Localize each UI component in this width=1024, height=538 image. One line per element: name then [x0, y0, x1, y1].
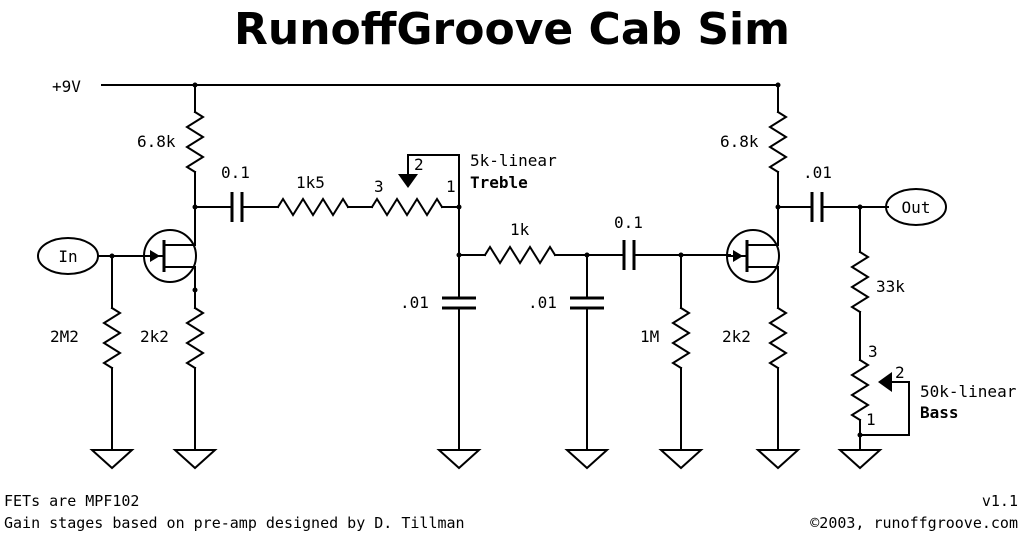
ground-symbol [658, 449, 704, 470]
capacitor-tone-1 [442, 254, 476, 451]
resistor-33k [850, 206, 870, 361]
supply-label: +9V [52, 77, 81, 96]
treble-wiper-arrow [398, 174, 418, 188]
output-jack [885, 188, 947, 226]
output-label: Out [902, 198, 931, 217]
capacitor-01b-label: 0.1 [614, 213, 643, 232]
resistor-gate-1 [102, 255, 122, 451]
ground-symbol [436, 449, 482, 470]
treble-pin3: 3 [374, 177, 384, 196]
resistor-drain-1 [185, 84, 205, 231]
resistor-1k [483, 245, 557, 265]
capacitor-tone-2 [570, 254, 604, 451]
treble-pin2: 2 [414, 155, 424, 174]
resistor-source-1-label: 2k2 [140, 327, 169, 346]
ground-symbol [837, 449, 883, 470]
junction-dot [857, 432, 863, 438]
resistor-source-2 [768, 306, 788, 451]
resistor-gate-2-label: 1M [640, 327, 659, 346]
resistor-source-1 [185, 289, 205, 451]
capacitor-01b [622, 240, 636, 270]
capacitor-01a [230, 192, 244, 222]
treble-pot [370, 197, 444, 217]
bass-pin2: 2 [895, 363, 905, 382]
footer-credit: Gain stages based on pre-amp designed by… [4, 514, 465, 532]
resistor-source-2-label: 2k2 [722, 327, 751, 346]
bass-pin1: 1 [866, 410, 876, 429]
treble-name: Treble [470, 173, 528, 192]
bass-pin3: 3 [868, 342, 878, 361]
treble-pin1: 1 [446, 177, 456, 196]
resistor-1k-label: 1k [510, 220, 530, 239]
resistor-drain-2 [768, 84, 788, 231]
input-label: In [58, 247, 77, 266]
capacitor-out-label: .01 [803, 163, 832, 182]
treble-value: 5k-linear [470, 151, 557, 170]
page-title: RunoffGroove Cab Sim [234, 4, 790, 55]
ground-symbol [564, 449, 610, 470]
resistor-1k5 [276, 197, 350, 217]
bass-name: Bass [920, 403, 959, 422]
bass-value: 50k-linear [920, 382, 1017, 401]
ground-symbol [172, 449, 218, 470]
resistor-gate-2 [671, 254, 691, 451]
capacitor-out [810, 192, 824, 222]
resistor-33k-label: 33k [876, 277, 905, 296]
footer-fets: FETs are MPF102 [4, 492, 139, 510]
resistor-drain-1-label: 6.8k [137, 132, 176, 151]
fet-2 [726, 229, 780, 309]
footer-copyright: ©2003, runoffgroove.com [810, 514, 1018, 532]
footer-version: v1.1 [982, 492, 1018, 510]
resistor-drain-2-label: 6.8k [720, 132, 759, 151]
capacitor-tone-2-label: .01 [528, 293, 557, 312]
bass-pot [850, 358, 870, 422]
fet-1 [143, 229, 197, 291]
capacitor-tone-1-label: .01 [400, 293, 429, 312]
resistor-1k5-label: 1k5 [296, 173, 325, 192]
bass-wiper-arrow [878, 372, 892, 392]
capacitor-01a-label: 0.1 [221, 163, 250, 182]
ground-symbol [755, 449, 801, 470]
ground-symbol [89, 449, 135, 470]
resistor-gate-1-label: 2M2 [50, 327, 79, 346]
